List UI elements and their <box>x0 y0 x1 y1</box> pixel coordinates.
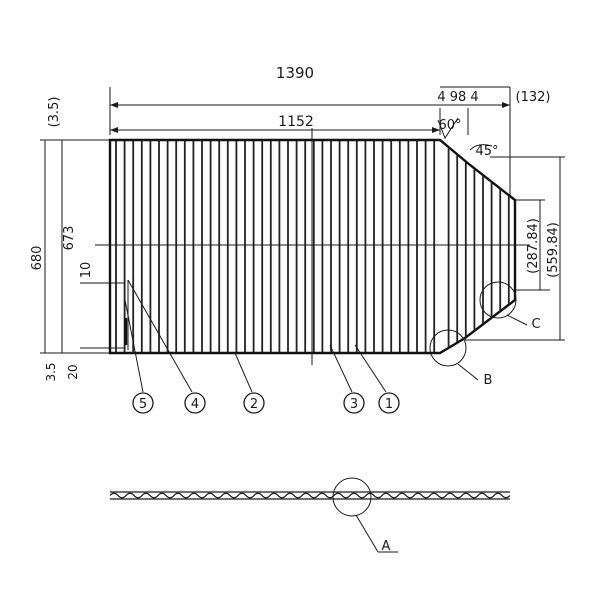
callout-leaders <box>124 279 387 393</box>
dimension-overall-length: 1390 <box>109 64 510 135</box>
callout-4: 4 <box>184 392 206 414</box>
slatted-panel <box>95 128 530 365</box>
dim-3-5-top: (3.5) <box>47 97 62 128</box>
callout-3: 3 <box>343 392 365 414</box>
svg-text:2: 2 <box>250 397 258 412</box>
detail-b: B <box>429 329 493 388</box>
detail-b-label: B <box>484 373 493 388</box>
callout-1: 1 <box>378 392 400 414</box>
dim-3-5-bottom: 3.5 <box>44 362 58 381</box>
svg-text:5: 5 <box>139 397 147 412</box>
detail-c-label: C <box>531 317 540 332</box>
svg-text:3: 3 <box>350 397 358 412</box>
dim-1390: 1390 <box>276 64 314 82</box>
dimension-left-heights: (3.5) 680 673 10 3.5 20 <box>30 97 125 382</box>
dim-287-84: (287.84) <box>526 218 541 274</box>
dim-559-84: (559.84) <box>546 222 561 278</box>
callout-5: 5 <box>132 392 154 414</box>
svg-text:1: 1 <box>385 397 393 412</box>
dim-132: (132) <box>516 90 551 105</box>
dim-1152: 1152 <box>278 114 314 130</box>
detail-a: A <box>332 477 398 554</box>
detail-a-label: A <box>382 539 391 554</box>
detail-c: C <box>479 281 541 332</box>
dim-20: 20 <box>66 364 80 379</box>
panel-slats <box>115 141 510 352</box>
angle-45: 45° <box>475 144 498 159</box>
svg-text:4: 4 <box>191 397 199 412</box>
callout-2: 2 <box>243 392 265 414</box>
dim-680: 680 <box>30 246 45 271</box>
side-profile <box>109 491 511 500</box>
dim-673: 673 <box>62 226 77 251</box>
dimension-right-segments: 4 98 4 (132) 60° 45° <box>437 86 551 195</box>
dim-10: 10 <box>79 262 94 279</box>
dimension-inner-length: 1152 <box>110 114 440 133</box>
dim-4-98-4: 4 98 4 <box>437 90 478 105</box>
dimension-right-heights: (287.84) (559.84) <box>465 156 565 341</box>
